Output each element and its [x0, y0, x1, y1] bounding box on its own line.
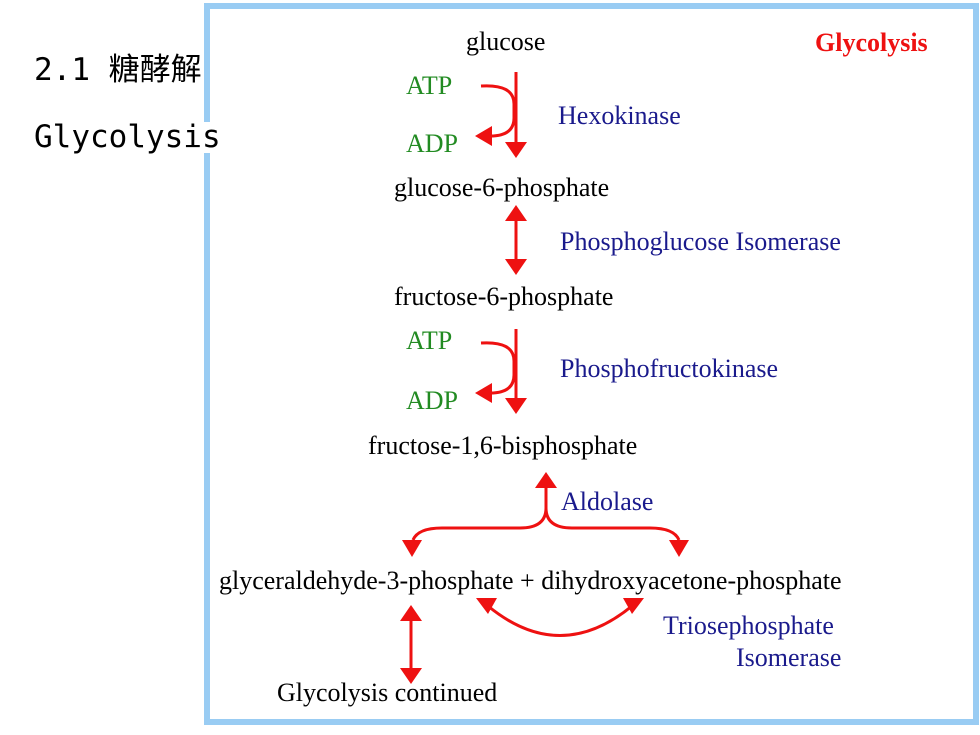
cofactor-atp-2: ATP — [406, 326, 453, 355]
arrow-aldolase-right — [544, 507, 681, 541]
molecule-glucose: glucose — [466, 27, 546, 56]
cofactor-adp-2: ADP — [406, 386, 459, 415]
arrow-atp-adp-hook-2 — [480, 341, 516, 395]
enzyme-triosephosphate-isomerase-line1: Triosephosphate — [663, 611, 834, 640]
arrowhead-dhap — [669, 540, 689, 557]
diagram-frame — [204, 3, 979, 725]
arrowhead-f16bp — [505, 398, 527, 414]
cofactor-atp-1: ATP — [406, 71, 453, 100]
arrowhead-continued-down — [400, 668, 422, 684]
arrowhead-tpi-left — [476, 598, 497, 614]
molecule-fructose-6-phosphate: fructose-6-phosphate — [394, 282, 614, 311]
arrowhead-adp-1 — [475, 126, 492, 146]
enzyme-hexokinase: Hexokinase — [558, 101, 681, 130]
arrow-tpi-curve — [487, 604, 633, 637]
enzyme-aldolase: Aldolase — [561, 487, 654, 516]
arrowhead-continued-up — [400, 605, 422, 621]
arrowhead-g3p — [402, 540, 422, 557]
section-heading-chinese: 2.1 糖酵解 — [34, 52, 202, 88]
diagram-title: Glycolysis — [815, 28, 928, 57]
arrow-aldolase-left — [411, 507, 548, 541]
arrowhead-pgi-down — [505, 259, 527, 275]
arrow-atp-adp-hook-1 — [480, 84, 516, 138]
arrowhead-adp-2 — [475, 383, 492, 403]
enzyme-phosphofructokinase: Phosphofructokinase — [560, 354, 779, 383]
molecule-fructose-1-6-bisphosphate: fructose-1,6-bisphosphate — [368, 431, 638, 460]
arrowhead-g6p — [505, 142, 527, 158]
arrowhead-pgi-up — [505, 205, 527, 221]
arrowhead-aldolase-up — [535, 472, 557, 488]
molecule-glucose-6-phosphate: glucose-6-phosphate — [394, 173, 610, 202]
cofactor-adp-1: ADP — [406, 129, 459, 158]
molecule-glycolysis-continued: Glycolysis continued — [277, 678, 498, 707]
enzyme-phosphoglucose-isomerase: Phosphoglucose Isomerase — [560, 227, 841, 256]
section-heading-english: Glycolysis — [34, 119, 221, 155]
arrowhead-tpi-right — [623, 598, 644, 614]
enzyme-triosephosphate-isomerase-line2: Isomerase — [736, 643, 842, 672]
molecule-g3p-plus-dhap: glyceraldehyde-3-phosphate + dihydroxyac… — [219, 566, 842, 595]
